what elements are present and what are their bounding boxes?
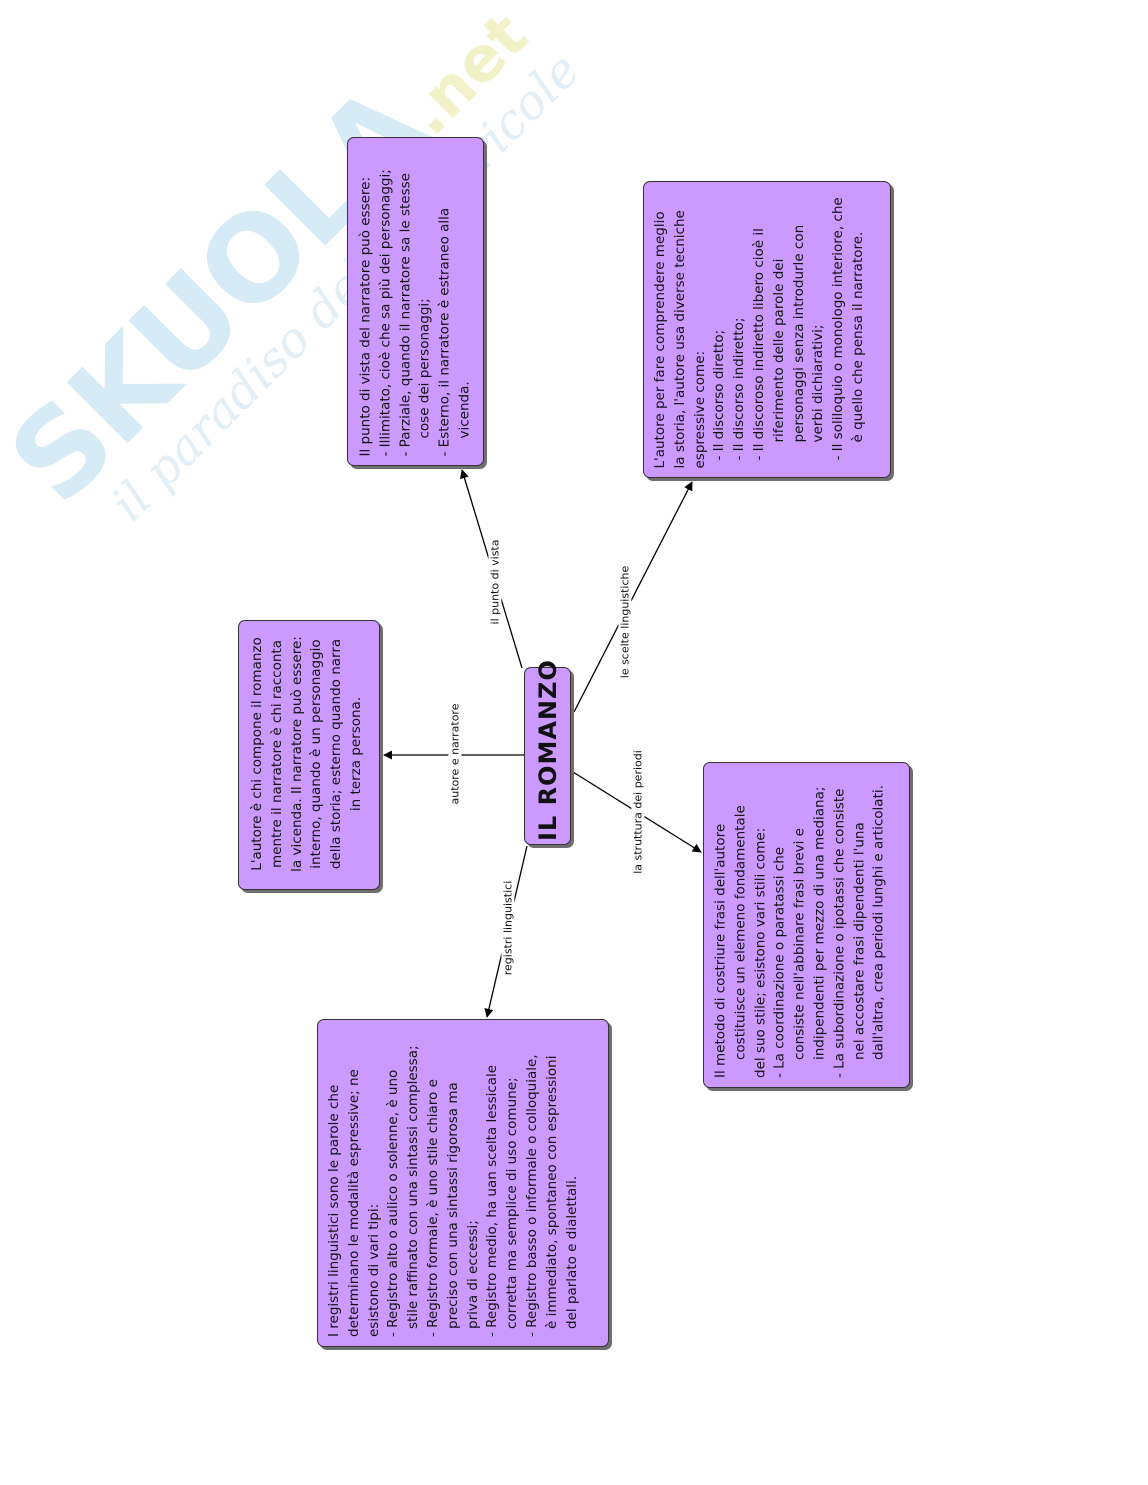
link-label-struttura: la struttura dei periodi — [631, 748, 645, 876]
node-line: la vicenda. Il narratore può essere: — [288, 636, 305, 872]
node-struttura-periodi[interactable]: Il metodo di costriure frasi dell'autore… — [703, 762, 910, 1088]
node-line: - Registro formale, è uno stile chiaro e — [424, 1079, 441, 1337]
node-line: - La coordinazione o paratassi che — [771, 846, 788, 1078]
node-line: esistono di vari tipi: — [365, 1203, 382, 1337]
central-topic-title: IL ROMANZO — [533, 659, 562, 841]
link-label-punto: il punto di vista — [488, 537, 502, 627]
node-line: - Il soliloquio o monologo interiore, ch… — [830, 196, 847, 460]
node-line: - La subordinazione o ipotassi che consi… — [830, 788, 847, 1078]
node-line: cose dei personaggi; — [416, 297, 433, 438]
node-autore-narratore[interactable]: L'autore è chi compone il romanzo mentre… — [238, 620, 380, 890]
node-line: è immediato, spontaneo con espressioni — [543, 1055, 560, 1329]
node-line: - Il discorso diretto; — [711, 329, 728, 460]
connector-scelte — [573, 481, 693, 713]
node-line: del parlato e dialettali. — [563, 1175, 580, 1329]
node-line: determinano le modalità espressive; ne — [345, 1069, 362, 1337]
node-line: - Registro basso o informale o colloquia… — [523, 1054, 540, 1337]
node-line: - Il discoroso indiretto libero cioè il — [750, 227, 767, 460]
node-line: - Esterno, il narratore è estraneo alla — [436, 207, 453, 456]
node-line: nel accostare frasi dipendenti l'una — [850, 822, 867, 1060]
node-line: vicenda. — [455, 380, 472, 438]
node-line: la storia, l'autore usa diverse tecniche — [671, 209, 688, 468]
node-line: L'autore è chi compone il romanzo — [249, 637, 265, 871]
node-line: - Registro alto o aulico o solenne, è un… — [385, 1069, 402, 1337]
node-line: Il metodo di costriure frasi dell'autore — [712, 823, 728, 1078]
node-line: verbi dichiarativi; — [810, 324, 827, 442]
node-line: stile raffinato con una sintassi comples… — [405, 1045, 422, 1329]
node-line: espressive come: — [691, 350, 708, 468]
node-registri-linguistici[interactable]: I registri linguistici sono le parole ch… — [317, 1019, 609, 1347]
node-line: - Illimitato, cioè che sa più dei person… — [376, 168, 393, 456]
link-label-scelte: le scelte linguistiche — [618, 563, 632, 681]
node-punto-di-vista[interactable]: Il punto di vista del narratore può esse… — [347, 137, 484, 466]
node-line: indipendenti per mezzo di una mediana; — [810, 786, 827, 1060]
node-line: Il punto di vista del narratore può esse… — [357, 176, 373, 456]
node-line: riferimento delle parole dei — [770, 258, 787, 442]
node-line: consiste nell'abbinare frasi brevi e — [791, 828, 808, 1060]
node-line: costituisce un elemeno fondamentale — [731, 805, 748, 1060]
node-line: mentre il narratore è chi racconta — [268, 640, 285, 868]
node-line: L'autore per fare comprendere meglio — [652, 210, 668, 468]
node-line: - Il discorso indiretto; — [731, 317, 748, 460]
node-line: della storia; esterno quando narra — [328, 638, 345, 870]
node-scelte-linguistiche[interactable]: L'autore per fare comprendere meglio la … — [643, 181, 891, 478]
node-line: dall'altra, crea periodi lunghi e artico… — [870, 785, 887, 1060]
node-line: preciso con una sintassi rigorosa ma — [444, 1082, 461, 1329]
node-line: - Registro medio, ha uan scelta lessical… — [484, 1064, 501, 1337]
link-label-autore: autore e narratore — [448, 701, 462, 807]
node-line: del suo stile; esistono vari stili come: — [751, 827, 768, 1078]
node-line: corretta ma semplice di uso comune; — [504, 1077, 521, 1329]
node-line: - Parziale, quando il narratore sa le st… — [396, 172, 413, 456]
node-line: in terza persona. — [347, 696, 364, 812]
node-line: personaggi senza introdurle con — [790, 224, 807, 442]
node-line: interno, quando è un personaggio — [308, 639, 325, 869]
link-label-registri: registri linguistici — [501, 878, 515, 978]
node-line: è quello che pensa il narratore. — [849, 231, 866, 442]
node-line: priva di eccessi; — [464, 1220, 481, 1329]
central-topic-node[interactable]: IL ROMANZO — [524, 659, 571, 845]
node-line: I registri linguistici sono le parole ch… — [326, 1084, 342, 1337]
